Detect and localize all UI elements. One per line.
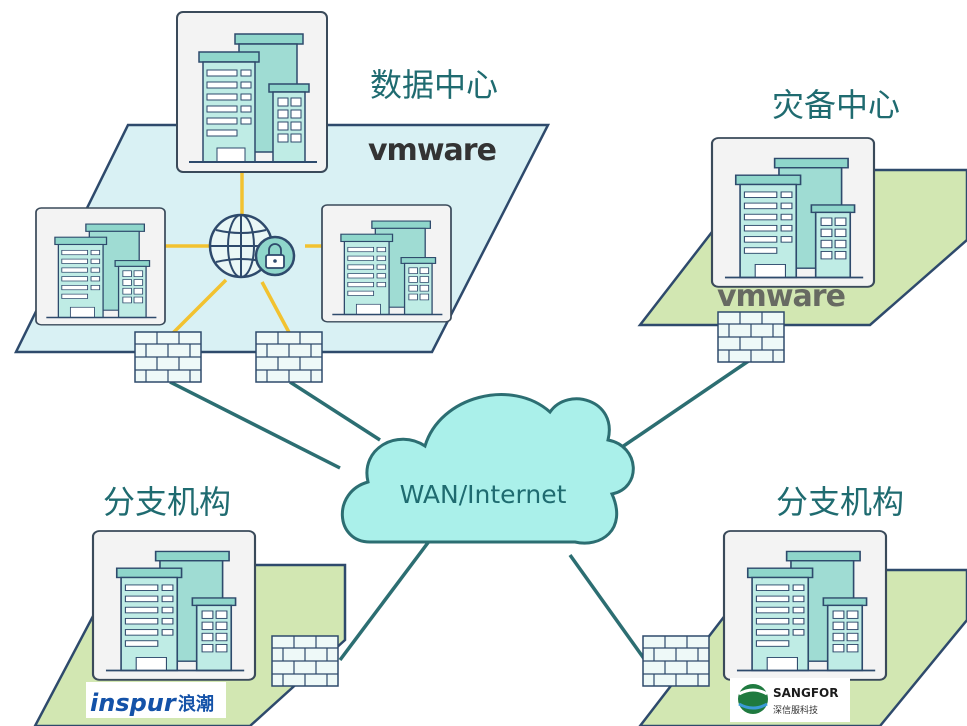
firewall-icon [271,635,339,687]
sangfor-logo: SANGFOR 深信服科技 [730,678,850,722]
wan-links [169,358,751,662]
link-dc-left [169,380,341,470]
cloud-icon [340,393,635,545]
svg-text:浪潮: 浪潮 [178,693,214,715]
svg-text:SANGFOR: SANGFOR [773,686,838,700]
branch-right-label: 分支机构 [776,483,904,521]
firewall-icon [134,331,202,383]
lan-links [162,170,323,340]
link-dc-right [289,380,381,442]
svg-text:vmware: vmware [717,279,845,314]
vmware-logo-dr: vmware [717,279,846,314]
building-icon [91,529,257,681]
link-branch-right [568,553,647,662]
svg-text:vmware: vmware [368,133,496,168]
firewall-icon [642,635,710,687]
building-icon [321,204,452,323]
building-icon [722,529,888,681]
svg-text:inspur: inspur [90,689,178,717]
svg-text:深信服科技: 深信服科技 [773,704,818,716]
lock-icon [254,235,296,277]
inspur-logo: inspur 浪潮 [86,682,226,718]
vmware-logo: vmware [368,133,497,168]
firewall-icon [717,311,785,363]
building-icon [176,11,328,173]
dr-center-label: 灾备中心 [772,86,900,124]
link-branch-left [338,538,432,662]
datacenter-label: 数据中心 [370,66,498,104]
branch-left-label: 分支机构 [103,483,231,521]
cloud-label: WAN/Internet [400,480,567,509]
firewall-icon [255,331,323,383]
building-icon [710,136,876,288]
link-dr [599,358,751,464]
building-icon [35,207,166,326]
